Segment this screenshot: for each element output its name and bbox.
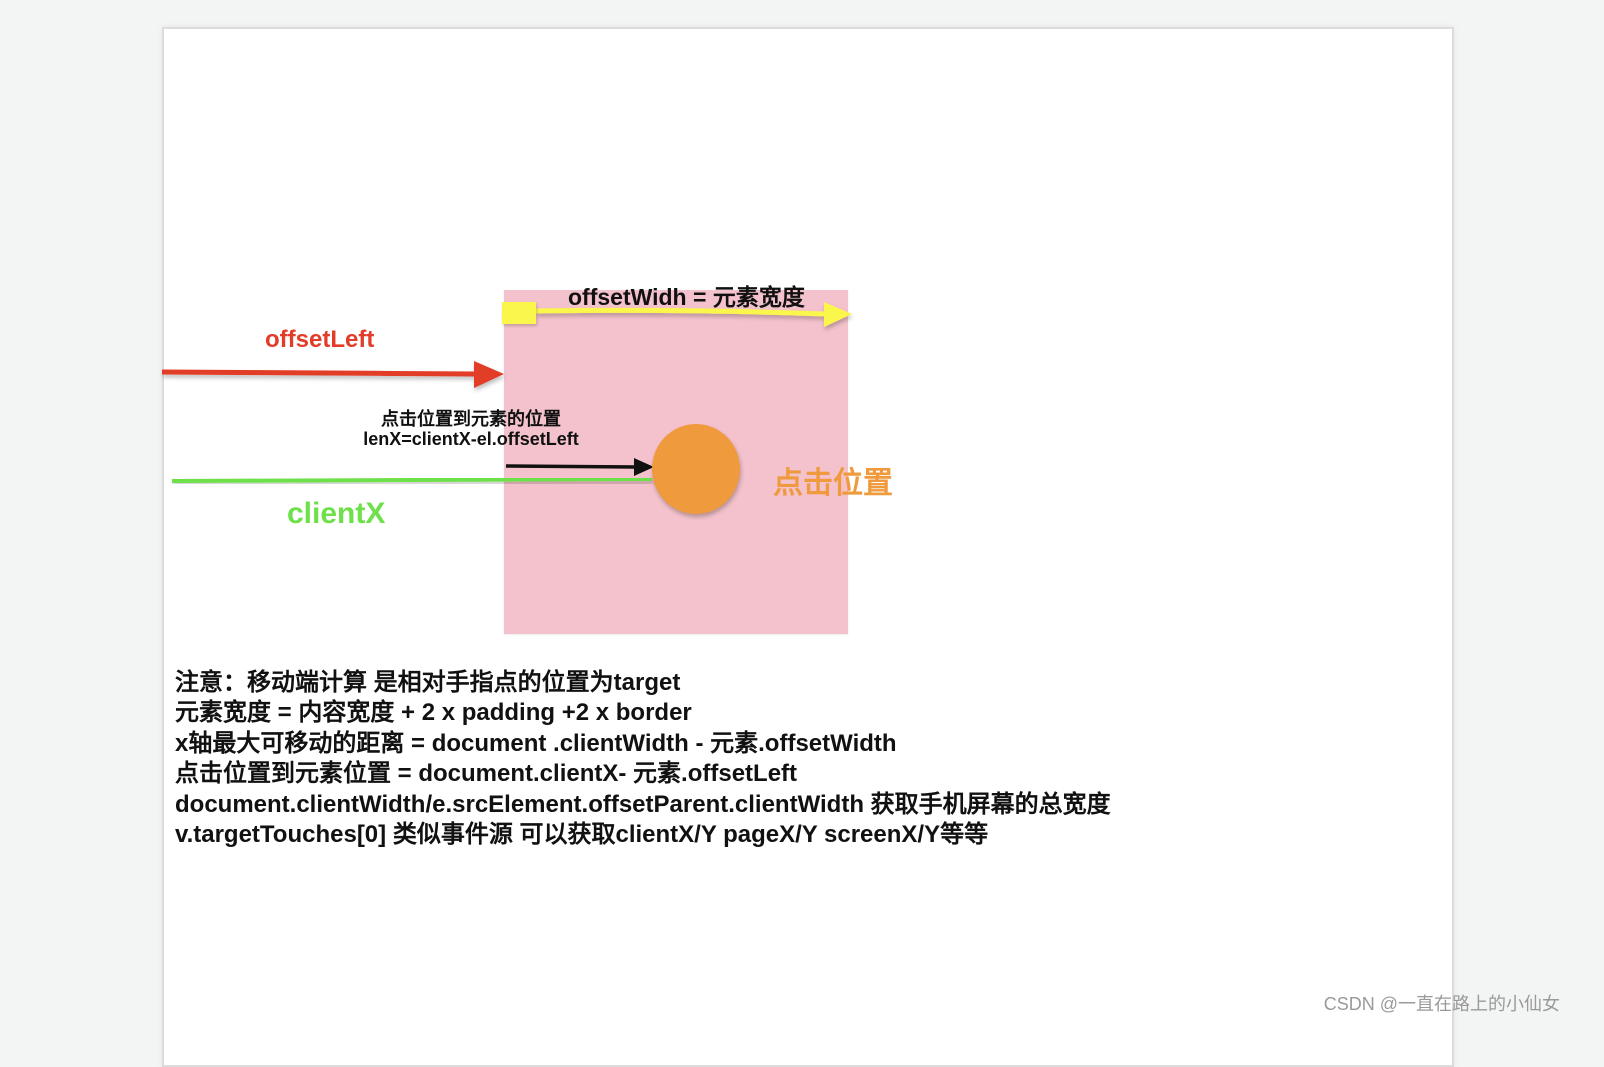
note-line: v.targetTouches[0] 类似事件源 可以获取clientX/Y p…: [175, 821, 989, 849]
note-line: 元素宽度 = 内容宽度 + 2 x padding +2 x border: [175, 699, 692, 727]
arrows-layer: [161, 302, 852, 483]
note-line: document.clientWidth/e.srcElement.offset…: [175, 790, 1111, 818]
offset-left-label: offsetLeft: [265, 326, 375, 353]
note-line: 点击位置到元素位置 = document.clientX- 元素.offsetL…: [175, 760, 798, 788]
len-x-arrow: [505, 458, 654, 476]
client-x-line: [171, 477, 653, 483]
client-x-label: clientX: [287, 497, 386, 530]
click-position-label: 点击位置: [773, 467, 893, 500]
offset-width-arrow: [535, 302, 852, 327]
offset-width-label: offsetWidh = 元素宽度: [568, 284, 805, 310]
offset-width-start-marker: [502, 302, 536, 324]
click-point-marker: [652, 424, 740, 514]
watermark: CSDN @一直在路上的小仙女: [1323, 994, 1560, 1014]
len-x-caption: 点击位置到元素的位置: [381, 409, 561, 429]
note-line: 注意：移动端计算 是相对手指点的位置为target: [175, 669, 681, 696]
note-line: x轴最大可移动的距离 = document .clientWidth - 元素.…: [175, 729, 897, 757]
notes-block: 注意：移动端计算 是相对手指点的位置为target 元素宽度 = 内容宽度 + …: [175, 668, 1111, 850]
offset-left-arrow: [161, 361, 504, 388]
len-x-formula: lenX=clientX-el.offsetLeft: [363, 429, 579, 449]
